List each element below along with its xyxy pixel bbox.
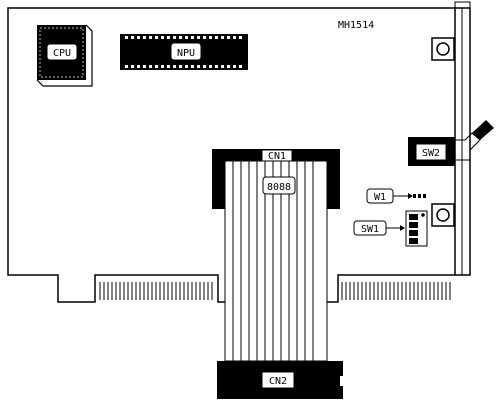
chip-8088-label: 8088 [267, 182, 291, 193]
model-label: MH1514 [338, 20, 374, 31]
sw1-switch: SW1 [353, 210, 428, 247]
cpu-label: CPU [53, 48, 71, 59]
w1-jumper: W1 [366, 188, 426, 204]
w1-label: W1 [374, 192, 386, 203]
sw1-label: SW1 [361, 224, 379, 235]
sw2-switch: SW2 [408, 120, 494, 166]
mounting-bracket [431, 1, 471, 276]
cpu-chip: CPU [36, 24, 93, 87]
cn2-label: CN2 [269, 376, 287, 387]
chip-8088: 8088 [262, 176, 296, 195]
npu-label: NPU [177, 48, 195, 59]
cn2-connector: CN2 [217, 361, 345, 399]
cn1-connector: CN1 [212, 149, 340, 209]
edge-connector-right [341, 282, 451, 300]
cn1-label: CN1 [268, 151, 286, 162]
edge-connector-left [96, 276, 216, 302]
npu-chip: NPU [120, 34, 248, 70]
sw2-label: SW2 [422, 148, 440, 159]
